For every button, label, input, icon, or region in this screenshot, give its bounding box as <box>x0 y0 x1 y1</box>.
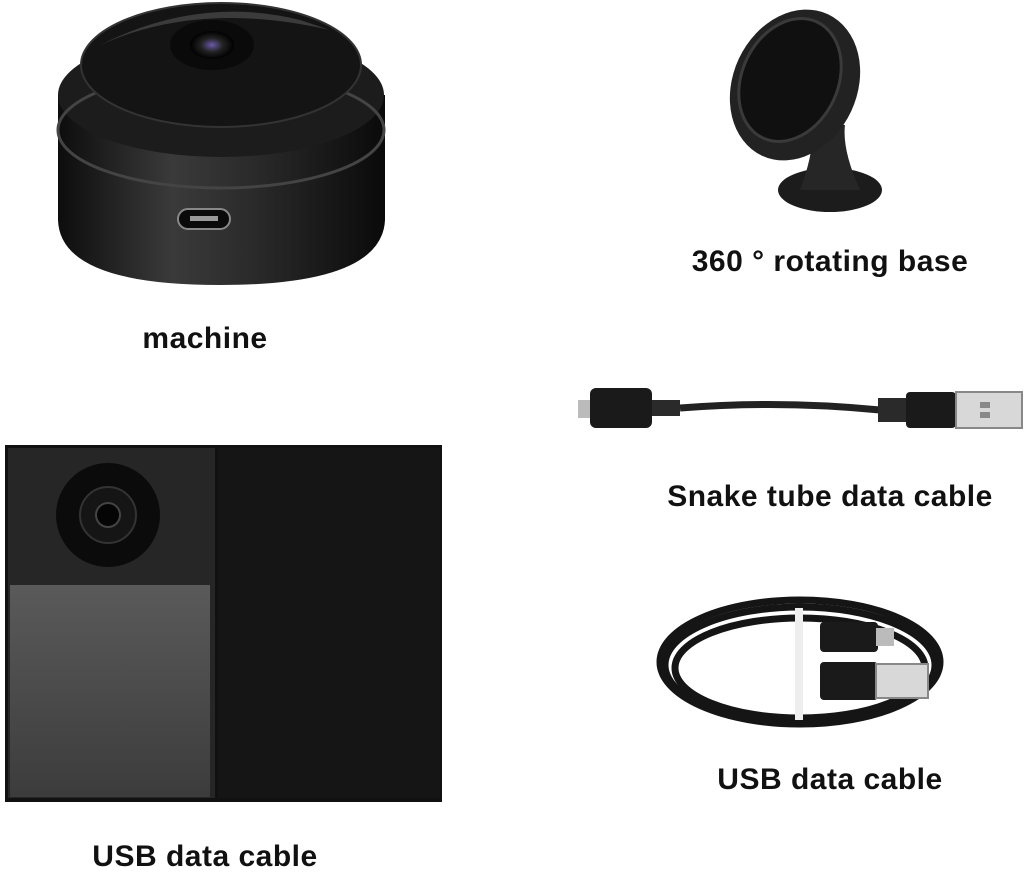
label-rotating-base: 360 ° rotating base <box>691 245 969 278</box>
label-machine: machine <box>142 322 268 355</box>
label-snake-tube-cable: Snake tube data cable <box>667 480 993 513</box>
snake-tube-cable <box>578 388 1023 429</box>
packaging-box <box>5 445 442 802</box>
label-usb-cable: USB data cable <box>717 763 943 796</box>
coiled-usb-cable <box>656 596 944 728</box>
camera-machine <box>56 2 386 285</box>
rotating-base <box>729 9 882 212</box>
label-box: USB data cable <box>92 840 318 873</box>
